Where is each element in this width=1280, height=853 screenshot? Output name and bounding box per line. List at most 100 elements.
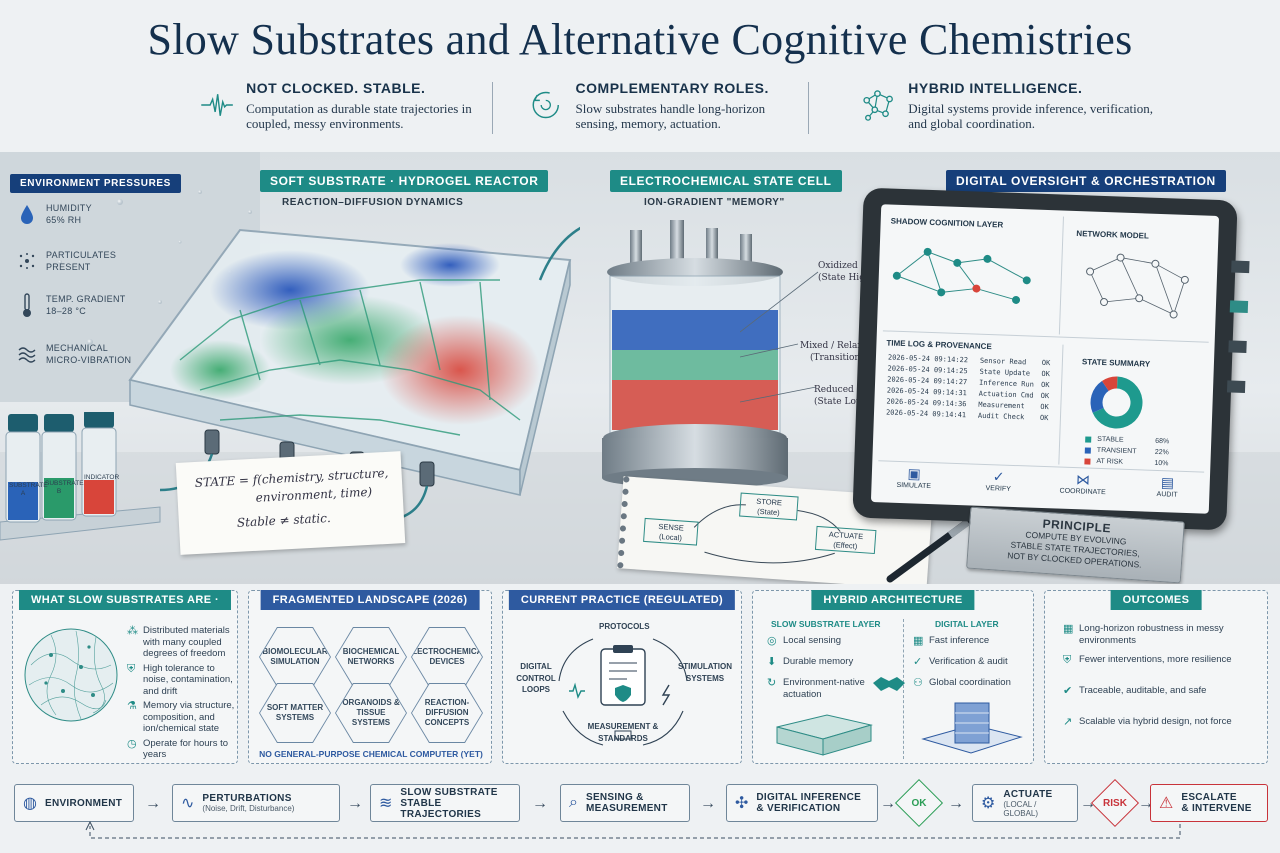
echem-subtitle: ION-GRADIENT "MEMORY" [644,197,785,208]
check-circle-icon: ✔ [1063,685,1073,697]
cell-label-oxidized-b: (State High) [818,273,875,283]
bullet-icon: ◎ [767,635,777,647]
list-item-text: Distributed materials with many coupled … [143,625,230,659]
list-item: ◷Operate for hours to years [127,738,235,768]
cell-annotation-lines [740,271,819,403]
list-item-text: Scalable via hybrid design, not force [1079,716,1232,727]
action-label: AUDIT [1156,490,1178,499]
outcome-items: ▦Long-horizon robustness in messy enviro… [1063,623,1263,747]
hex-label: BIOMOLECULAR SIMULATION [260,628,330,686]
landscape-footer: NO GENERAL-PURPOSE CHEMICAL COMPUTER (YE… [259,749,483,759]
flow-arrow: → [1080,795,1096,812]
list-item: ✔Traceable, auditable, and safe [1063,685,1263,713]
donut-slice-transient [1090,380,1109,413]
state-note-line2: environment, time) [255,484,373,505]
legend-swatch [1085,435,1092,443]
bullet-icon: ↻ [767,677,777,689]
simulate-button[interactable]: ▣SIMULATE [879,464,950,490]
clock-icon: ◷ [127,737,137,750]
sketch-cycle-arrows [693,504,841,564]
env-humidity: HUMIDITY 65% RH [18,202,92,226]
hex-biomolecular: BIOMOLECULAR SIMULATION [259,627,331,687]
log-status: OK [1039,413,1049,423]
summary-label: AT RISK [1096,457,1124,466]
flow-arrow: → [700,795,716,812]
principle-head: COMPLEMENTARY ROLES. [575,80,769,96]
practice-measurement: MEASUREMENT & STANDARDS [587,722,659,743]
flow-step-label: SLOW SUBSTRATE STABLE TRAJECTORIES [400,786,498,820]
page-title: Slow Substrates and Alternative Cognitiv… [147,15,1133,64]
cable-plug [1228,340,1247,354]
hybrid-divider [903,619,904,759]
list-item: ⚗Memory via structure, composition, and … [127,700,235,735]
sketch-sense: SENSE (Local) [643,517,699,546]
verify-button[interactable]: ✓VERIFY [963,467,1034,493]
flow-step-sensing: ⌕SENSING & MEASUREMENT [560,784,690,822]
list-item-text: High tolerance to noise, contamination, … [143,662,233,697]
calendar-icon: ▦ [1063,623,1074,635]
magnifier-icon: ⌕ [569,794,578,811]
log-status: OK [1040,380,1050,390]
flow-step-text: ESCALATE & INTERVENE [1181,792,1251,814]
list-item-text: Fewer interventions, more resilience [1079,654,1232,665]
list-item-text: Environment-native actuation [783,677,865,700]
list-item: ⛨High tolerance to noise, contamination,… [127,663,235,698]
growth-chart-icon: ↗ [1063,716,1073,728]
list-item: ↗ Scalable via hybrid design, not force [1063,716,1263,744]
env-vibration-text: MECHANICAL MICRO-VIBRATION [46,343,132,365]
env-temperature-text: TEMP. GRADIENT 18–28 °C [46,294,126,316]
flow-step-actuate: ⚙ACTUATE(LOCAL / GLOBAL) [972,784,1078,822]
wave-icon: ≋ [379,795,393,812]
soft-substrate-subtitle: REACTION–DIFFUSION DYNAMICS [282,197,464,208]
summary-pct: 10% [1154,459,1169,468]
shield-check-icon: ⛨ [1063,654,1072,666]
list-item: ▦Long-horizon robustness in messy enviro… [1063,623,1263,651]
list-item: ⚇Global coordination [913,677,1033,695]
principle-body: Computation as durable state trajectorie… [246,101,472,131]
flow-step-text: DIGITAL INFERENCE & VERIFICATION [756,792,861,814]
coordinate-button[interactable]: ⋈COORDINATE [1048,470,1119,496]
principle-body: Slow substrates handle long-horizon sens… [575,101,766,131]
echem-title: ELECTROCHEMICAL STATE CELL [610,170,842,192]
cable-plug [1229,300,1249,314]
electrochemical-cell [602,220,788,488]
decision-label: RISK [1103,798,1127,809]
donut-slice-stable [1092,376,1143,429]
flow-arrow: → [347,795,363,812]
flow-step-escalate: ⚠ ESCALATE & INTERVENE [1150,784,1268,822]
bullet-icon: ▦ [913,635,924,647]
flow-step-perturbations: ∿PERTURBATIONS(Noise, Drift, Disturbance… [172,784,340,822]
flow-step-text: ENVIRONMENT [45,798,122,809]
flow-step-environment: ◍ENVIRONMENT [14,784,134,822]
audit-button[interactable]: ▤AUDIT [1132,473,1203,499]
practice-cycle [558,638,688,746]
alarm-icon: ⚠ [1159,795,1174,812]
slow-layer-title: SLOW SUBSTRATE LAYER [771,619,881,629]
list-item-text: Durable memory [783,656,854,667]
handshake-icon [873,677,905,691]
list-item-text: Verification & audit [929,656,1008,667]
legend-swatch [1084,457,1091,465]
panel-outcomes: OUTCOMES ▦Long-horizon robustness in mes… [1044,590,1268,764]
summary-pct: 68% [1155,437,1170,446]
divider [808,82,809,134]
flow-arrow: → [145,795,161,812]
notebook-sketch: STORE (State) SENSE (Local) ACTUATE (Eff… [617,476,933,584]
pulse-icon: ∿ [181,795,195,812]
env-humidity-text: HUMIDITY 65% RH [46,203,92,225]
slow-layer-items: ◎Local sensing⬇Durable memory↻Environmen… [767,635,887,703]
time-log-title: TIME LOG & PROVENANCE [886,338,992,352]
principle-body: Digital systems provide inference, verif… [908,101,1154,131]
hex-label: SOFT MATTER SYSTEMS [260,684,330,742]
tablet-divider [1058,344,1064,465]
cell-label-reduced: Reduced (State Low) [814,384,867,408]
hex-electrochemical: ELECTROCHEMICAL DEVICES [411,627,483,687]
hex-reaction-diffusion: REACTION-DIFFUSION CONCEPTS [411,683,483,743]
hex-label: ORGANOIDS & TISSUE SYSTEMS [336,684,406,742]
action-label: SIMULATE [896,481,932,491]
log-time: 2026-05-24 09:14:41 [885,408,967,420]
summary-label: STABLE [1097,435,1124,444]
lab-scene: ENVIRONMENT PRESSURES HUMIDITY 65% RH PA… [0,152,1280,584]
sketch-actuate: ACTUATE (Effect) [814,525,877,555]
